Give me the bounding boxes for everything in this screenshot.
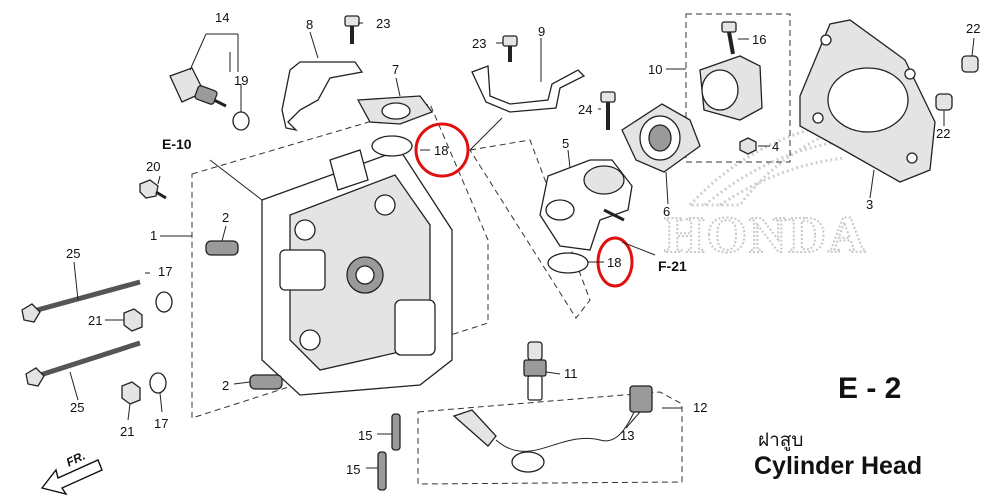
part-number-7: 7 xyxy=(392,62,399,77)
title-thai: ฝาสูบ xyxy=(758,430,804,451)
washer-lower-part xyxy=(149,372,167,394)
o-ring-upper-part xyxy=(371,135,413,157)
clamp-group-outline xyxy=(685,13,791,163)
part-number-12: 12 xyxy=(693,400,707,415)
cylinder-head-group-outline xyxy=(191,103,489,419)
part-number-21-upper: 21 xyxy=(88,313,102,328)
insulator-group-outline xyxy=(469,139,591,319)
bolt-bracket-part xyxy=(344,15,360,44)
bolt-clip-part xyxy=(502,35,518,62)
part-number-2-lower: 2 xyxy=(222,378,229,393)
part-number-10: 10 xyxy=(648,62,662,77)
washer-upper-part xyxy=(155,291,173,313)
spark-plug-part xyxy=(523,341,547,401)
part-number-25-upper: 25 xyxy=(66,246,80,261)
part-number-2-upper: 2 xyxy=(222,210,229,225)
dowel-pin-upper-part xyxy=(205,240,239,256)
highlight-circle-upper xyxy=(414,122,470,178)
intake-joint-part xyxy=(621,103,701,173)
temperature-sensor-part xyxy=(169,67,227,108)
part-number-4: 4 xyxy=(772,139,779,154)
part-number-22-lower: 22 xyxy=(936,126,950,141)
stud-upper-part xyxy=(391,413,401,451)
air-cleaner-gasket-part xyxy=(799,19,936,183)
title-english: Cylinder Head xyxy=(754,452,923,480)
cap-nut-lower-part xyxy=(121,381,141,405)
o-ring-lower-part xyxy=(547,252,589,274)
part-number-3: 3 xyxy=(866,197,873,212)
connecting-band-part xyxy=(699,55,763,121)
collar-lower-part xyxy=(935,93,953,111)
part-number-6: 6 xyxy=(663,204,670,219)
ref-label-e10: E-10 xyxy=(162,136,192,152)
part-number-11: 11 xyxy=(564,366,578,381)
o2-sensor-part xyxy=(452,385,653,473)
part-number-20: 20 xyxy=(146,159,160,174)
ref-label-f21: F-21 xyxy=(658,258,687,274)
front-arrow-icon xyxy=(40,459,103,496)
part-number-19: 19 xyxy=(234,73,248,88)
bracket-part xyxy=(281,61,364,132)
part-number-17-upper: 17 xyxy=(158,264,172,279)
stud-lower-part xyxy=(377,451,387,491)
part-number-8: 8 xyxy=(306,17,313,32)
band-nut-part xyxy=(739,137,757,155)
o-ring-sensor-part xyxy=(232,111,250,131)
page-code: E - 2 xyxy=(838,372,902,405)
wire-clip-part xyxy=(471,65,586,113)
collar-upper-part xyxy=(961,55,979,73)
part-number-15-lower: 15 xyxy=(346,462,360,477)
spark-sensor-group-outline xyxy=(417,391,683,485)
part-number-18-upper: 18 xyxy=(434,143,448,158)
part-number-1: 1 xyxy=(150,228,157,243)
part-number-17-lower: 17 xyxy=(154,416,168,431)
part-number-16: 16 xyxy=(752,32,766,47)
part-number-24: 24 xyxy=(578,102,592,117)
part-numbers: 1 2 2 3 4 5 6 7 8 9 10 11 12 13 14 15 15… xyxy=(66,10,980,477)
leader-lines xyxy=(69,22,975,469)
stud-bolt-upper-part xyxy=(21,279,141,323)
part-number-23-lower: 23 xyxy=(472,36,486,51)
part-number-22-upper: 22 xyxy=(966,21,980,36)
part-number-5: 5 xyxy=(562,136,569,151)
cylinder-head-part xyxy=(261,149,453,396)
bolt-insulator-part xyxy=(600,91,616,130)
part-number-23-upper: 23 xyxy=(376,16,390,31)
stud-bolt-lower-part xyxy=(25,340,141,387)
part-number-9: 9 xyxy=(538,24,545,39)
flange-bolt-part xyxy=(139,179,167,200)
part-number-13: 13 xyxy=(620,428,634,443)
honda-watermark: HONDA xyxy=(663,118,868,265)
part-number-18-lower: 18 xyxy=(607,255,621,270)
dowel-pin-lower-part xyxy=(249,374,283,390)
honda-brand-text: HONDA xyxy=(664,207,868,264)
cap-nut-upper-part xyxy=(123,308,143,332)
band-screw-part xyxy=(721,21,737,55)
part-number-21-lower: 21 xyxy=(120,424,134,439)
insulator-part xyxy=(539,159,633,251)
part-number-25-lower: 25 xyxy=(70,400,84,415)
part-number-14: 14 xyxy=(215,10,229,25)
part-number-15-upper: 15 xyxy=(358,428,372,443)
